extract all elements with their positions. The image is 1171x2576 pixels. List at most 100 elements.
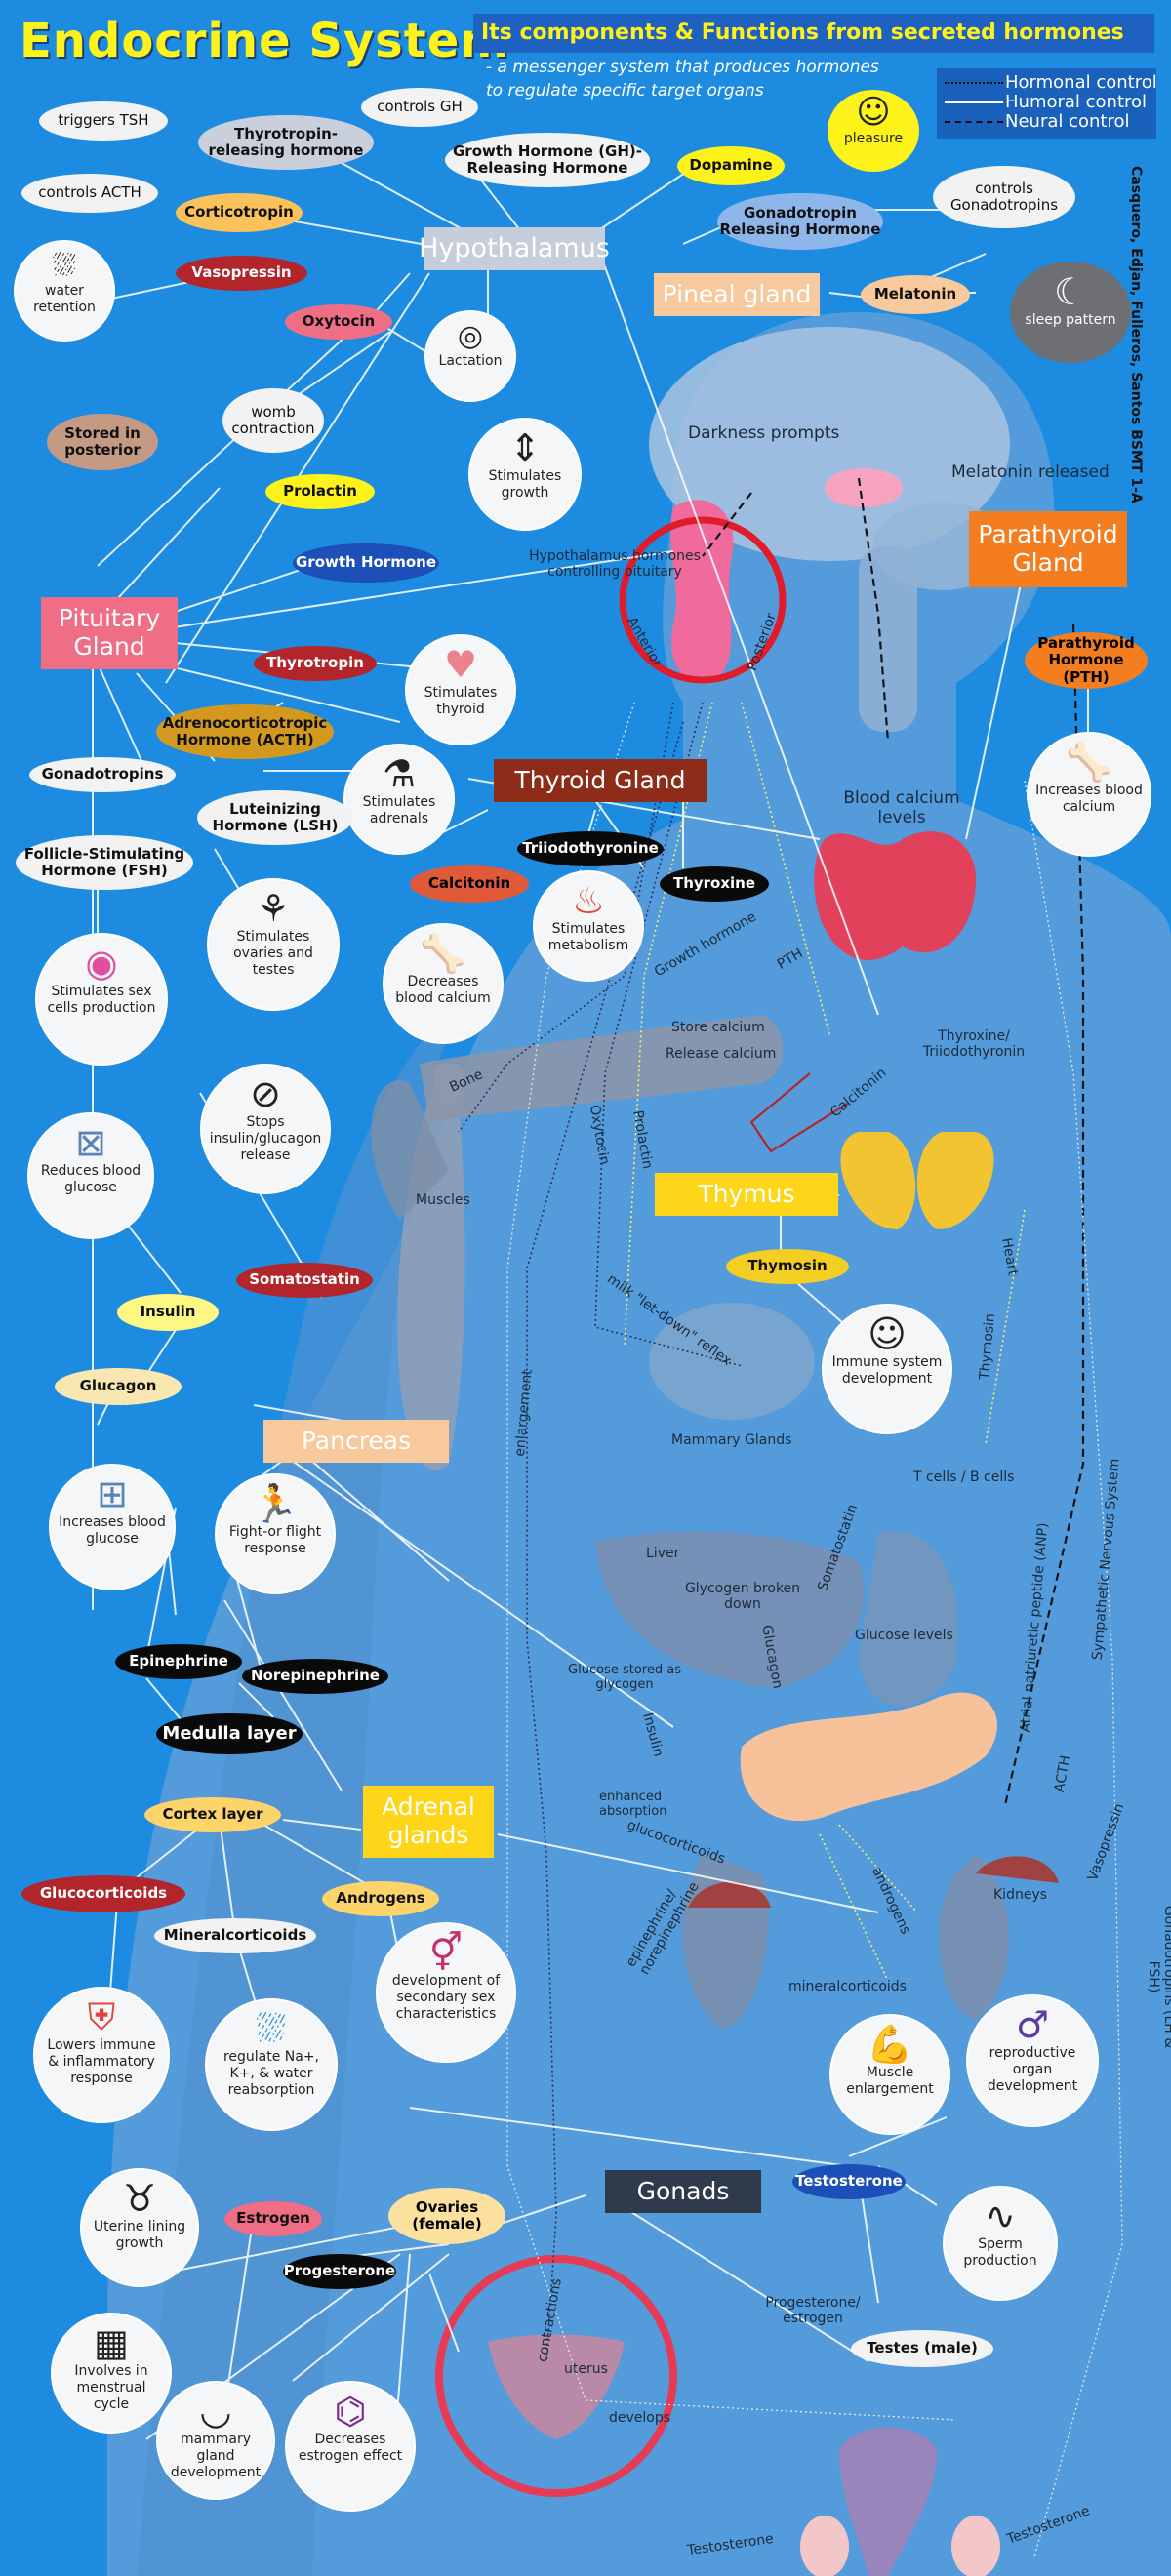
gonadotropins-path-label: Gonadotropins (LH & FSH) <box>1146 1905 1171 2048</box>
ghrh-node: Growth Hormone (GH)-Releasing Hormone <box>445 133 650 187</box>
melatonin-node: Melatonin <box>861 275 970 314</box>
secondary-sex-node: ⚥ development of secondary sex character… <box>376 1922 516 2063</box>
trh-node: Thyrotropin-releasing hormone <box>198 115 374 170</box>
gnrh-node: Gonadotropin Releasing Hormone <box>717 193 883 250</box>
page-tagline: - a messenger system that produces hormo… <box>486 58 879 101</box>
somatostatin-node: Somatostatin <box>236 1263 373 1298</box>
controls-gonadotropins-label: controls Gonadotropins <box>933 166 1075 228</box>
fsh-node: Follicle-Stimulating Hormone (FSH) <box>16 835 193 890</box>
increases-glucose-node: ⊞ Increases blood glucose <box>49 1464 176 1590</box>
authors-credit: Casquero, Edjan, Fulleros, Santos BSMT 1… <box>1128 166 1144 503</box>
epinephrine-node: Epinephrine <box>115 1644 242 1679</box>
gender-symbols-icon: ⚥ <box>428 1931 464 1974</box>
sleep-bed-icon: ☾ <box>1053 270 1088 313</box>
legend-neural: Neural control <box>1005 111 1130 132</box>
page-subtitle: Its components & Functions from secreted… <box>473 14 1154 53</box>
breast-icon: ◡ <box>199 2390 232 2433</box>
brain-shape <box>649 327 1010 561</box>
immune-cell-icon: ☺ <box>868 1312 907 1355</box>
reproductive-development-node: ♂ reproductive organ development <box>966 1994 1099 2127</box>
norepinephrine-node: Norepinephrine <box>242 1659 388 1694</box>
flexed-arm-icon: 💪 <box>867 2023 913 2066</box>
blood-calcium-label: Blood calcium levels <box>843 788 960 827</box>
liver-label: Liver <box>646 1546 680 1561</box>
prolactin-node: Prolactin <box>265 474 375 509</box>
tcells-label: T cells / B cells <box>913 1469 1015 1485</box>
corticotropin-node: Corticotropin <box>176 193 303 232</box>
gonads-title: Gonads <box>605 2170 761 2213</box>
mammary-gland-shape <box>649 1303 815 1420</box>
pancreas-title: Pancreas <box>263 1420 449 1463</box>
progesterone-node: Progesterone <box>283 2254 396 2289</box>
mineralcorticoids-node: Mineralcorticoids <box>154 1918 316 1953</box>
thymus-title: Thymus <box>655 1173 838 1216</box>
menstrual-cycle-node: ▦ Involves in menstrual cycle <box>51 2313 172 2434</box>
shield-icon: ⛨ <box>87 1995 116 2038</box>
pituitary-zoom-circle <box>619 516 787 684</box>
enhanced-absorption-label: enhanced absorption <box>599 1790 667 1819</box>
thyrotropin-node: Thyrotropin <box>254 646 377 681</box>
lactation-node: ◎ Lactation <box>424 310 516 402</box>
stimulates-adrenals-node: ⚗ Stimulates adrenals <box>343 744 455 855</box>
mammary-label: Mammary Glands <box>671 1432 792 1448</box>
stimulates-thyroid-node: ♥ Stimulates thyroid <box>405 634 516 745</box>
sex-cells-icon: ◉ <box>85 942 118 985</box>
oxytocin-node: Oxytocin <box>285 304 392 340</box>
reduces-glucose-node: ⊠ Reduces blood glucose <box>27 1112 154 1239</box>
ovary-icon: ⚘ <box>256 887 291 930</box>
stops-insulin-node: ⊘ Stops insulin/glucagon release <box>200 1064 331 1194</box>
acth-node: Adrenocorticotropic Hormone (ACTH) <box>156 704 334 759</box>
melatonin-released-label: Melatonin released <box>951 463 1110 482</box>
uterus-label: uterus <box>564 2361 608 2377</box>
lh-node: Luteinizing Hormone (LSH) <box>197 790 353 845</box>
stimulates-growth-node: ⇕ Stimulates growth <box>468 418 582 531</box>
testosterone-node: Testosterone <box>792 2164 906 2199</box>
breastfeeding-icon: ◎ <box>457 319 484 353</box>
vasopressin-node: Vasopressin <box>176 256 307 291</box>
womb-contraction-node: womb contraction <box>222 388 324 453</box>
triggers-tsh-label: triggers TSH <box>39 101 168 141</box>
immune-system-node: ☺ Immune system development <box>822 1304 952 1434</box>
running-person-icon: 🏃 <box>252 1482 299 1525</box>
sperm-icon: ∿ <box>985 2194 1016 2237</box>
height-measure-icon: ⇕ <box>509 426 541 469</box>
glycogen-broken-label: Glycogen broken down <box>684 1581 801 1612</box>
legend-hormonal: Hormonal control <box>1005 72 1157 93</box>
insulin-node: Insulin <box>117 1294 219 1331</box>
uterine-lining-node: ♉ Uterine lining growth <box>80 2168 199 2287</box>
mammary-development-node: ◡ mammary gland development <box>156 2381 275 2500</box>
smiley-icon: ☺ <box>856 93 891 132</box>
increases-calcium-node: 🦴 Increases blood calcium <box>1027 732 1151 857</box>
water-drops-icon: ⛆ <box>53 249 76 283</box>
page-title: Endocrine System <box>20 14 510 68</box>
hypothalamus-title: Hypothalamus <box>419 227 610 270</box>
sugar-cube-crossed-icon: ⊠ <box>75 1121 106 1164</box>
release-calcium-label: Release calcium <box>666 1046 777 1062</box>
flame-icon: ♨ <box>571 879 606 922</box>
legend-humoral: Humoral control <box>1005 92 1148 112</box>
stop-icon: ⊘ <box>250 1072 281 1115</box>
thyroid-title: Thyroid Gland <box>494 759 707 802</box>
estrogen-node: Estrogen <box>224 2201 322 2236</box>
bone-icon: 🦴 <box>420 932 466 975</box>
glucose-stored-label: Glucose stored as glycogen <box>568 1663 681 1692</box>
sperm-production-node: ∿ Sperm production <box>943 2186 1058 2301</box>
glucagon-node: Glucagon <box>55 1368 182 1405</box>
kidneys-label: Kidneys <box>993 1887 1048 1903</box>
uterus-zoom-circle <box>435 2255 677 2497</box>
calcitonin-node: Calcitonin <box>410 865 529 903</box>
stimulates-metabolism-node: ♨ Stimulates metabolism <box>533 870 644 982</box>
hypothalamus-controlling-label: Hypothalamus hormones controlling pituit… <box>529 548 701 580</box>
thyroid-icon: ♥ <box>443 643 478 686</box>
controls-gh-label: controls GH <box>361 88 478 127</box>
adrenal-title: Adrenal glands <box>363 1786 494 1858</box>
muscle-enlargement-node: 💪 Muscle enlargement <box>829 2014 950 2135</box>
water-drops-icon: ⛆ <box>256 2007 287 2050</box>
stored-in-posterior-node: Stored in posterior <box>47 414 158 470</box>
regulate-sodium-node: ⛆ regulate Na+, K+, & water reabsorption <box>205 1998 338 2131</box>
cortex-layer-node: Cortex layer <box>144 1797 281 1832</box>
adrenal-gland-icon: ⚗ <box>382 752 417 795</box>
decreases-estrogen-node: ⌬ Decreases estrogen effect <box>285 2381 416 2512</box>
